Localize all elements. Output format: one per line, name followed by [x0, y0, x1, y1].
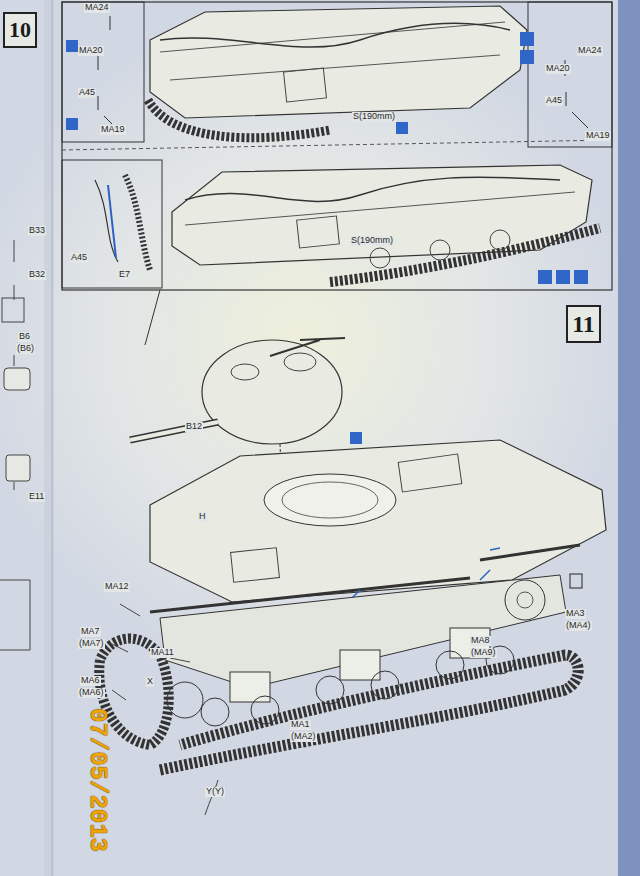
part-number: A45: [545, 96, 563, 106]
part-number: MA19: [100, 125, 126, 135]
step-number-box: 11: [566, 305, 601, 343]
part-number: (MA4): [565, 621, 592, 631]
drawing-rect: [520, 50, 534, 64]
part-number: MA8: [470, 636, 491, 646]
drawing-rect: [574, 270, 588, 284]
drawing-circle: [316, 676, 344, 704]
drawing-rect: [231, 548, 280, 583]
part-number: A45: [70, 253, 88, 263]
drawing-rect: [396, 122, 408, 134]
drawing-rect: [4, 368, 30, 390]
drawing-path: [160, 655, 578, 770]
drawing-path: [130, 422, 218, 440]
part-number: (MA7): [78, 639, 105, 649]
part-number: A45: [78, 88, 96, 98]
part-number: MA24: [84, 3, 110, 13]
drawing-rect: [6, 455, 30, 481]
drawing-ellipse: [264, 474, 396, 526]
part-number: MA1: [290, 720, 311, 730]
drawing-path: [14, 240, 15, 490]
drawing-line: [52, 0, 53, 876]
date-stamp: 07/05/2013: [85, 708, 109, 852]
drawing-path: [112, 604, 190, 700]
drawing-path: [480, 545, 580, 560]
drawing-circle: [505, 580, 545, 620]
drawing-rect: [520, 32, 534, 46]
drawing-circle: [517, 592, 533, 608]
drawing-path: [130, 422, 218, 440]
drawing-circle: [370, 248, 390, 268]
part-number: S(190mm): [350, 236, 394, 246]
part-number: E11: [28, 492, 45, 502]
drawing-rect: [340, 650, 380, 680]
drawing-rect: [44, 0, 54, 876]
step-number: 11: [572, 312, 595, 336]
drawing-rect: [570, 574, 582, 588]
part-number: MA6: [80, 676, 101, 686]
part-number: MA24: [577, 46, 603, 56]
drawing-path: [125, 175, 150, 270]
part-number: E7: [118, 270, 131, 280]
drawing-rect: [66, 118, 78, 130]
part-number: (B6): [16, 344, 35, 354]
part-number: MA11: [150, 648, 175, 658]
part-number: B12: [185, 422, 203, 432]
part-number: MA19: [585, 131, 611, 141]
drawing-rect: [284, 68, 327, 102]
drawing-rect: [62, 2, 612, 290]
drawing-path: [148, 100, 330, 138]
drawing-rect: [297, 216, 340, 248]
drawing-path: [185, 192, 575, 225]
part-number: B32: [28, 270, 46, 280]
drawing-path: [145, 290, 160, 345]
part-number: B33: [28, 226, 46, 236]
drawing-rect: [0, 0, 618, 876]
drawing-rect: [62, 2, 144, 142]
drawing-line: [490, 548, 500, 550]
drawing-circle: [430, 240, 450, 260]
part-number: MA20: [78, 46, 104, 56]
part-number: (MA2): [290, 732, 317, 742]
part-number: B6: [18, 332, 31, 342]
drawing-rect: [556, 270, 570, 284]
drawing-rect: [538, 270, 552, 284]
drawing-ellipse: [282, 482, 378, 518]
drawing-rect: [62, 160, 162, 288]
drawing-line: [480, 570, 490, 580]
part-number: X: [146, 677, 154, 687]
drawing-path: [270, 338, 345, 356]
drawing-line: [108, 185, 116, 258]
drawing-path: [95, 180, 118, 262]
drawing-path: [185, 177, 560, 201]
drawing-path: [205, 780, 218, 815]
drawing-rect: [350, 432, 362, 444]
drawing-path: [0, 580, 30, 650]
drawing-polygon: [150, 6, 527, 118]
part-number: MA3: [565, 609, 586, 619]
step-number-box: 10: [3, 12, 37, 48]
part-number: H: [198, 512, 207, 522]
part-number: Y(Y): [205, 787, 225, 797]
drawing-path: [98, 16, 112, 124]
drawing-circle: [201, 698, 229, 726]
drawing-rect: [230, 672, 270, 702]
drawing-path: [160, 22, 505, 80]
drawing-circle: [490, 230, 510, 250]
part-number: MA7: [80, 627, 101, 637]
drawing-ellipse: [231, 364, 259, 380]
part-number: S(190mm): [352, 112, 396, 122]
part-number: (MA9): [470, 648, 497, 658]
drawing-rect: [2, 298, 24, 322]
part-number: MA12: [104, 582, 130, 592]
drawing-rect: [398, 454, 462, 492]
drawing-rect: [66, 40, 78, 52]
drawing-path: [160, 23, 510, 47]
drawing-ellipse: [284, 353, 316, 371]
part-number: (MA6): [78, 688, 105, 698]
part-number: MA20: [545, 64, 571, 74]
drawing-rect: [528, 2, 612, 147]
step-number: 10: [9, 19, 31, 41]
